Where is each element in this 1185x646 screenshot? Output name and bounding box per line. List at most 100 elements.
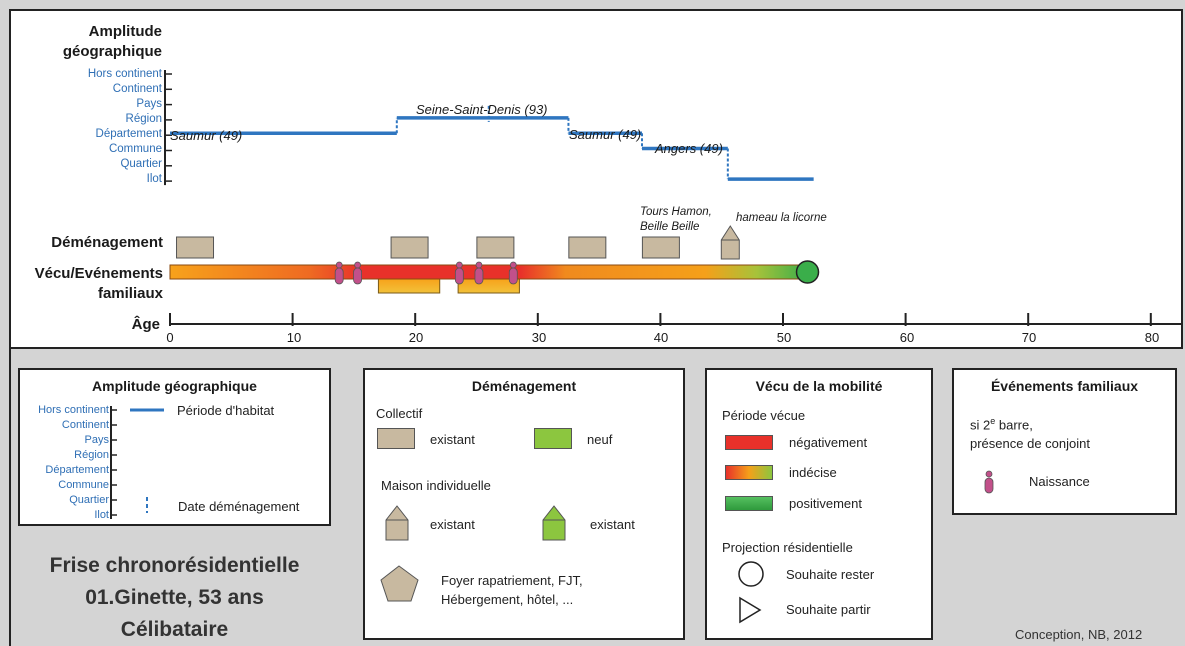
scale-level: Pays [136, 98, 162, 110]
birth-marker [353, 267, 362, 285]
naissance-icon-body [984, 477, 994, 494]
legend-conjoint-line1: si 2e barre, [970, 412, 1090, 434]
move-collectif-icon [176, 236, 215, 259]
naissance-icon [985, 470, 993, 478]
legend-negativement-label: négativement [789, 435, 868, 450]
life-layer [169, 260, 820, 294]
spouse-period-bar [377, 278, 441, 294]
legend-foyer-line2: Hébergement, hôtel, ... [441, 592, 574, 607]
row-label-vecu-line1: Vécu/Evénements [34, 265, 163, 282]
legend-evenements-title: Événements familiaux [990, 378, 1139, 394]
legend-vecu-title: Vécu de la mobilité [755, 378, 883, 394]
move-collectif-icon [390, 236, 429, 259]
legend-naissance-label: Naissance [1029, 474, 1090, 489]
legend-maison-icons [380, 505, 566, 602]
legend-amplitude [18, 368, 331, 526]
place-label-saumur-2: Saumur (49) [569, 127, 642, 142]
age-axis [169, 313, 1183, 326]
place-label-saumur-1: Saumur (49) [170, 128, 243, 143]
left-edge-line [9, 349, 11, 646]
lived-experience-bar [169, 264, 809, 280]
legend-amplitude-title: Amplitude géographique [92, 378, 257, 394]
timeline-panel [9, 9, 1183, 349]
birth-marker-head [509, 261, 517, 269]
timeline-chart [164, 70, 1183, 326]
collectif-neuf-icon [534, 428, 572, 449]
scale-level: Hors continent [87, 68, 162, 80]
scale-bracket-ticks [164, 70, 172, 186]
credit-text: Conception, NB, 2012 [1015, 627, 1143, 642]
legend-scale-level: Hors continent [38, 404, 109, 416]
conjoint-sup: e [990, 416, 996, 426]
collectif-existant-icon [377, 428, 415, 449]
age-tick-label: 40 [653, 330, 669, 345]
maison-neuf-icon [542, 505, 566, 541]
caption-line2: 01.Ginette, 53 ans [85, 586, 264, 609]
legend-bracket-ticks [110, 406, 117, 519]
legend-date-demenagement-label: Date déménagement [178, 499, 300, 514]
legend-scale-level: Pays [84, 434, 109, 446]
scale-level: Commune [108, 143, 162, 155]
legend-maison-existant-label: existant [430, 517, 475, 532]
move-collectif-icon [641, 236, 680, 259]
legend-collectif-existant-label: existant [430, 432, 475, 447]
caption-line3: Célibataire [120, 618, 229, 641]
birth-marker-head [335, 261, 343, 269]
legend-projection-label: Projection résidentielle [722, 540, 853, 555]
legend-scale-level: Ilot [94, 509, 109, 521]
positivement-swatch [725, 496, 773, 511]
moves-layer [176, 225, 740, 260]
place-label-tours-line1: Tours Hamon, [640, 206, 712, 218]
legend-projection-icons [738, 561, 764, 624]
birth-marker-head [475, 261, 483, 269]
scale-level: Département [95, 128, 162, 140]
legend-scale-levels: Hors continent Continent Pays Région Dép… [0, 403, 109, 523]
legend-souhaite-partir-label: Souhaite partir [786, 602, 871, 617]
maison-existant-icon [385, 505, 409, 541]
legend-scale-level: Quartier [69, 494, 109, 506]
legend-maison-label: Maison individuelle [381, 478, 491, 493]
birth-marker-head [455, 261, 463, 269]
amplitude-title-line1: Amplitude [88, 23, 162, 40]
legend-foyer-line1: Foyer rapatriement, FJT, [441, 573, 583, 588]
age-tick-label: 70 [1021, 330, 1037, 345]
legend-indecise-label: indécise [789, 465, 837, 480]
birth-marker [474, 267, 484, 285]
row-label-vecu-line2: familiaux [97, 285, 163, 302]
move-collectif-icon [476, 236, 515, 259]
legend-maison-neuf-label: existant [590, 517, 635, 532]
legend-naissance-icon-wrap [984, 470, 994, 494]
legend-collectif-neuf-label: neuf [587, 432, 613, 447]
legend-foyer-label: Foyer rapatriement, FJT, Hébergement, hô… [441, 571, 583, 609]
birth-marker [454, 267, 464, 285]
birth-marker [334, 267, 344, 285]
legend-periode-vecue-label: Période vécue [722, 408, 806, 423]
place-label-tours: Tours Hamon, Beille Beille [640, 205, 712, 235]
souhaite-rester-marker [795, 260, 820, 284]
legend-periode-habitat-label: Période d'habitat [177, 403, 275, 418]
legend-scale-level: Continent [61, 419, 109, 431]
birth-marker-head [354, 261, 361, 269]
age-tick-label: 60 [899, 330, 915, 345]
scale-level: Région [125, 113, 162, 125]
scale-level: Continent [112, 83, 162, 95]
move-maison-icon [720, 225, 740, 260]
place-label-seine-saint-denis: Seine-Saint-Denis (93) [416, 102, 548, 117]
birth-marker [508, 267, 518, 285]
scale-level: Ilot [146, 173, 162, 185]
age-tick-label: 20 [408, 330, 424, 345]
age-tick-label: 0 [166, 330, 174, 345]
age-tick-label: 10 [286, 330, 302, 345]
scale-levels: Hors continent Continent Pays Région Dép… [40, 67, 162, 187]
legend-scale-level: Département [45, 464, 109, 476]
place-label-angers: Angers (49) [655, 141, 723, 156]
legend-conjoint-text: si 2e barre, présence de conjoint [970, 412, 1090, 453]
legend-scale-level: Région [74, 449, 109, 461]
figure-caption: Frise chronorésidentielle 01.Ginette, 53… [18, 550, 331, 646]
scale-level: Quartier [120, 158, 162, 170]
legend-scale-level: Commune [58, 479, 109, 491]
legend-demenagement-title: Déménagement [471, 378, 577, 394]
legend-souhaite-rester-label: Souhaite rester [786, 567, 875, 582]
conjoint-prefix: si 2 [970, 417, 991, 433]
age-tick-label: 80 [1144, 330, 1160, 345]
